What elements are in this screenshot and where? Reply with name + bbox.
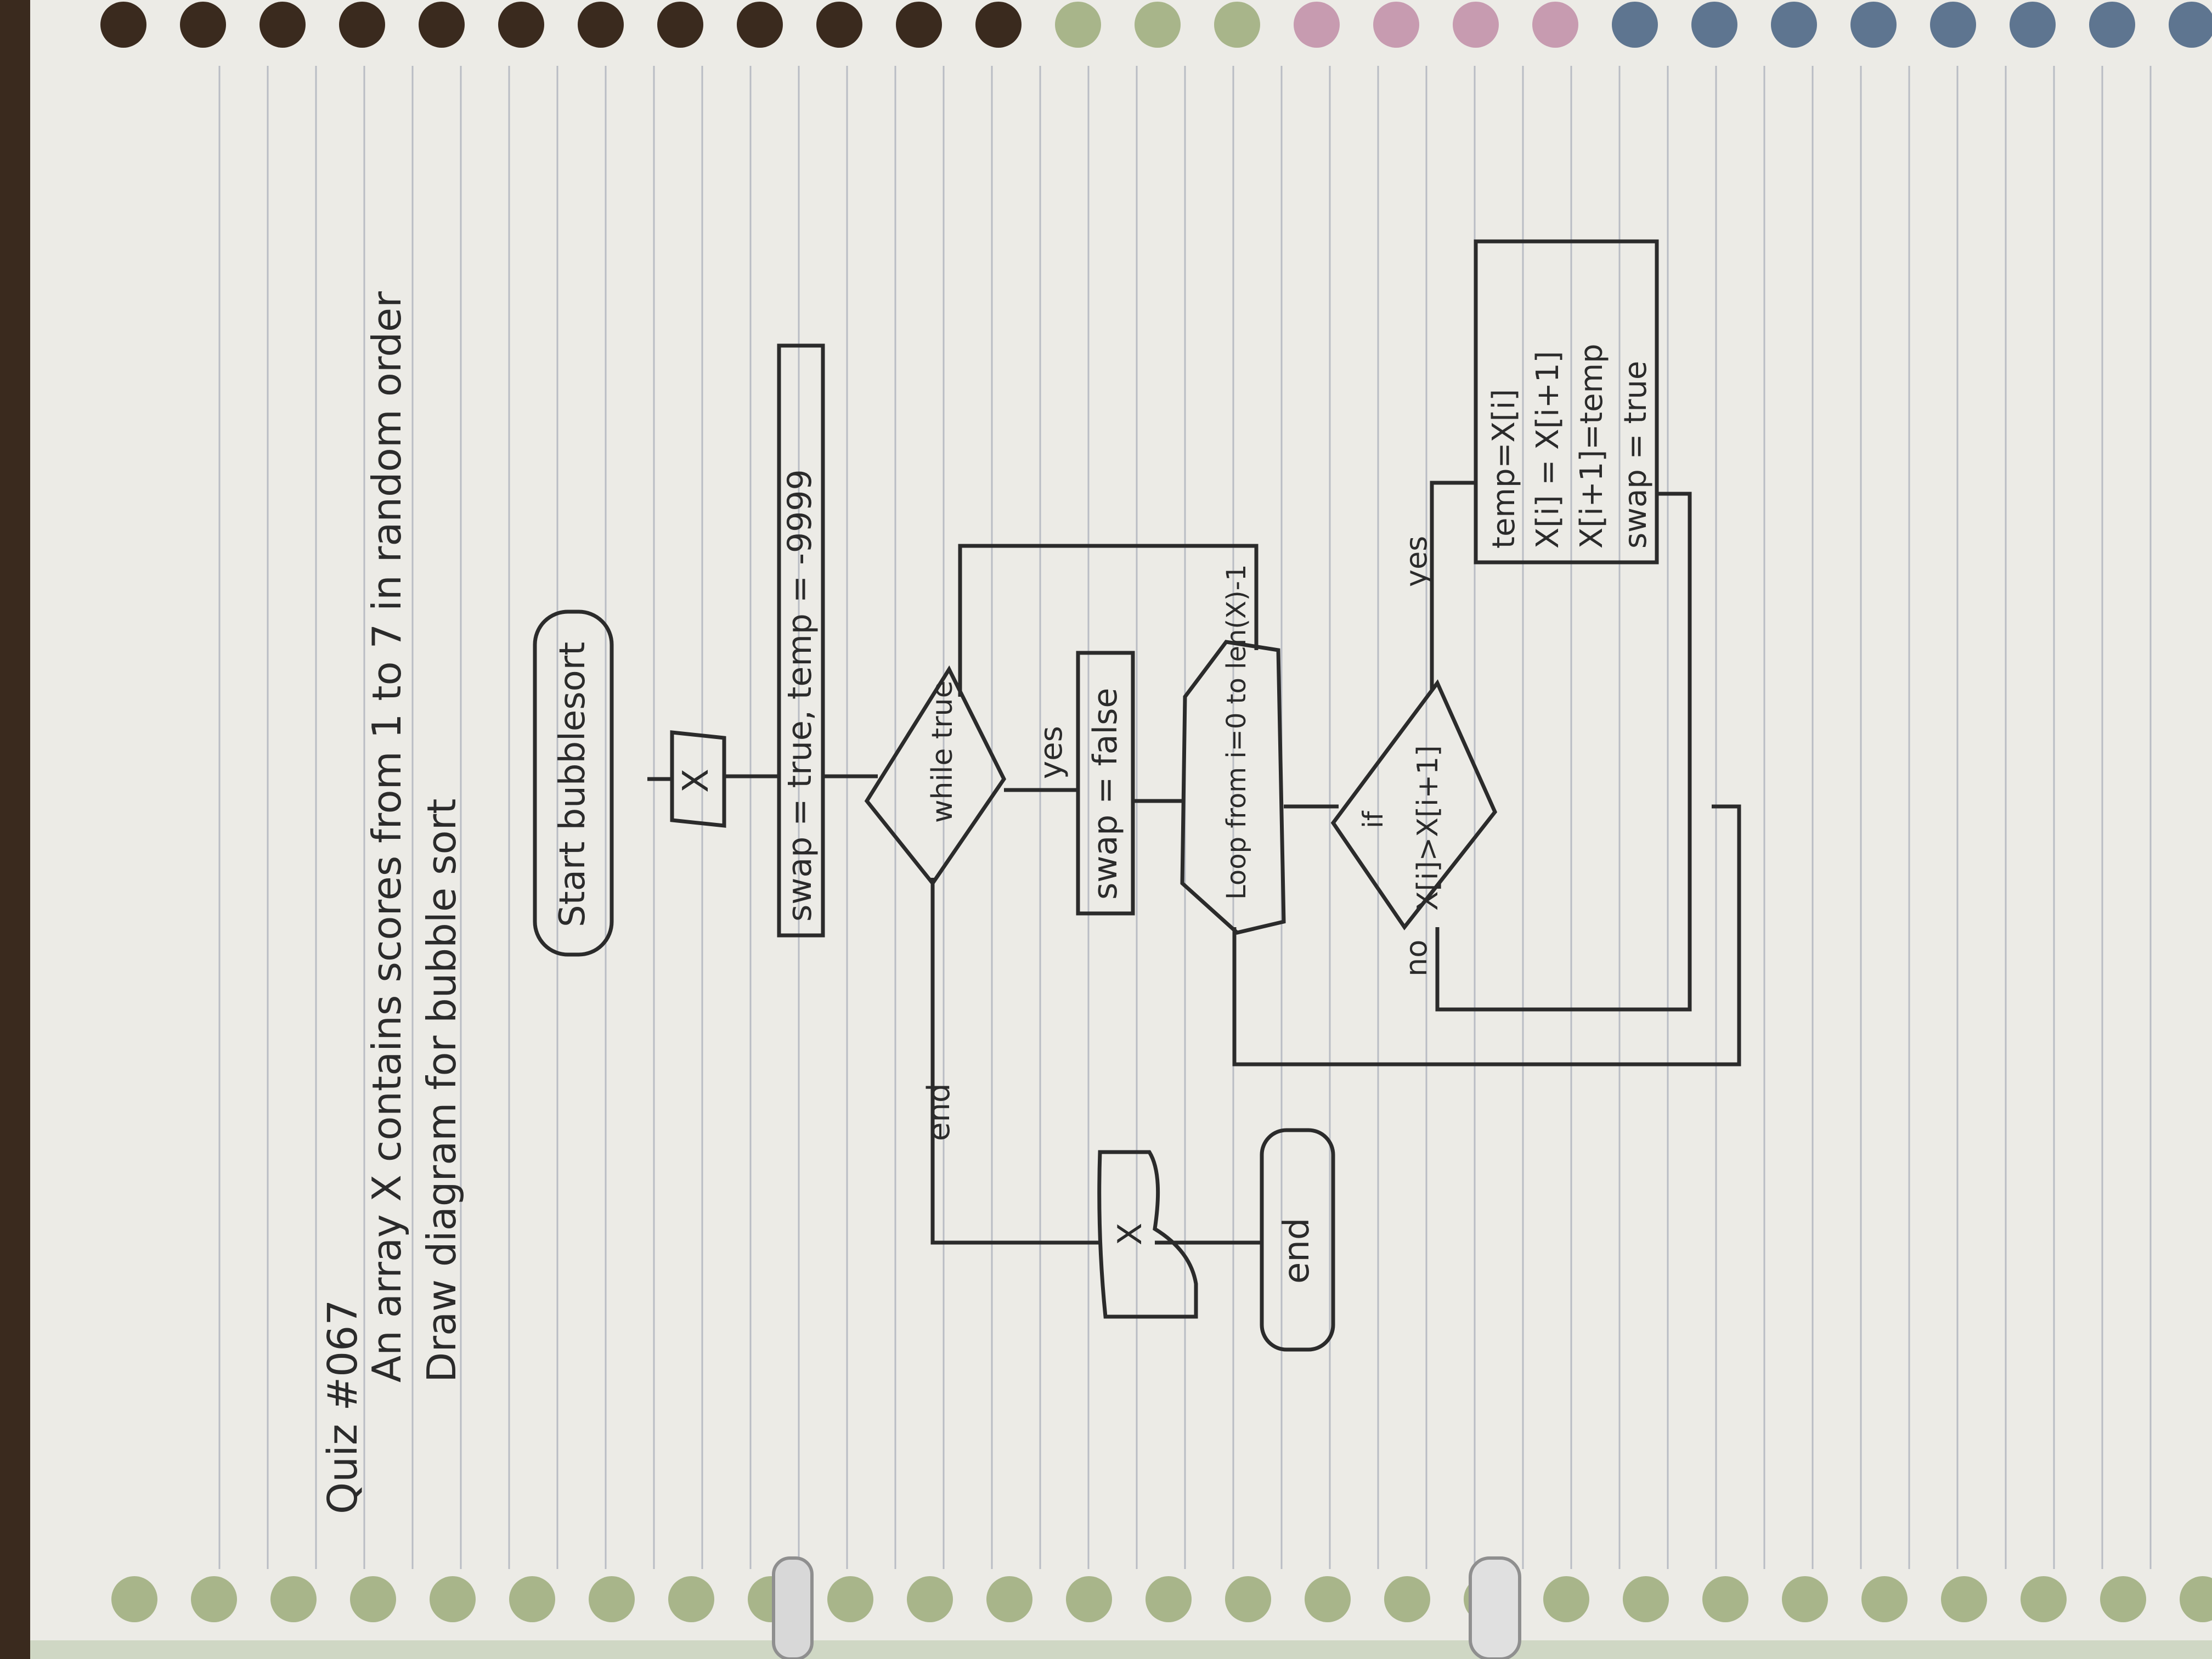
binding-hole xyxy=(1305,1576,1351,1622)
if-label: if xyxy=(1357,810,1389,828)
output-label: X xyxy=(1111,1223,1149,1245)
while-yes-label: yes xyxy=(1034,726,1069,779)
binding-hole xyxy=(1861,1576,1908,1622)
quiz-title: Quiz #067 xyxy=(319,1300,366,1514)
init-label: swap = true, temp = -9999 xyxy=(781,469,819,922)
start-terminal xyxy=(533,610,614,957)
binding-hole xyxy=(111,1576,157,1622)
swap-block-lines: temp=X[i] X[i] = X[i+1] X[i+1]=temp swap… xyxy=(1486,343,1654,549)
loop-hexagon xyxy=(1180,640,1286,935)
bottom-binding-holes xyxy=(111,1576,2212,1622)
binding-hole xyxy=(1702,1576,1748,1622)
question-line-1: An array X contains scores from 1 to 7 i… xyxy=(364,291,410,1383)
binding-hole xyxy=(668,1576,714,1622)
binding-hole xyxy=(259,2,306,48)
binding-hole xyxy=(339,2,385,48)
binding-hole xyxy=(2021,1576,2067,1622)
swap-block xyxy=(1474,239,1659,565)
binding-hole xyxy=(1384,1576,1430,1622)
swap-false-label: swap = false xyxy=(1086,688,1125,900)
rule-lines xyxy=(218,66,2152,1569)
binding-hole xyxy=(2010,2,2056,48)
binding-hole xyxy=(191,1576,237,1622)
binding-hole xyxy=(2169,2,2212,48)
binding-hole xyxy=(827,1576,873,1622)
compare-label: X[i]>X[i+1] xyxy=(1412,745,1444,911)
binding-hole xyxy=(1930,2,1976,48)
binding-hole xyxy=(737,2,783,48)
binding-hole xyxy=(419,2,465,48)
input-parallelogram xyxy=(670,730,726,828)
loop-label: Loop from i=0 to len(X)-1 xyxy=(1221,564,1252,900)
binding-hole xyxy=(1055,2,1101,48)
binding-hole xyxy=(1850,2,1897,48)
if-yes-label: yes xyxy=(1399,536,1434,587)
binding-hole xyxy=(100,2,146,48)
end-terminal-label: end xyxy=(1277,1217,1317,1284)
start-label: Start bubblesort xyxy=(552,642,593,927)
binding-hole xyxy=(1373,2,1419,48)
init-box xyxy=(777,343,825,938)
binding-hole xyxy=(1782,1576,1828,1622)
binder-ring-left xyxy=(772,1556,814,1659)
swap-false-box xyxy=(1076,651,1135,916)
question-line-2: Draw diagram for bubble sort xyxy=(419,799,465,1383)
while-diamond xyxy=(864,665,1007,887)
compare-diamond xyxy=(1330,679,1498,930)
binding-hole xyxy=(2089,2,2135,48)
swap-line-1: temp=X[i] xyxy=(1486,389,1522,549)
binding-hole xyxy=(270,1576,317,1622)
binding-hole xyxy=(1771,2,1817,48)
output-shape xyxy=(1097,1150,1198,1319)
while-label: while true xyxy=(926,680,959,823)
binding-hole xyxy=(896,2,942,48)
flowchart xyxy=(533,239,1741,1352)
swap-line-4: swap = true xyxy=(1618,361,1654,549)
binding-hole xyxy=(2180,1576,2212,1622)
binding-hole xyxy=(1532,2,1578,48)
binding-hole xyxy=(350,1576,396,1622)
binding-hole xyxy=(1294,2,1340,48)
binding-hole xyxy=(907,1576,953,1622)
if-no-label: no xyxy=(1399,940,1434,977)
binding-hole xyxy=(816,2,862,48)
binding-hole xyxy=(657,2,703,48)
binding-hole xyxy=(1214,2,1260,48)
binding-hole xyxy=(1135,2,1181,48)
binding-hole xyxy=(578,2,624,48)
binding-hole xyxy=(1146,1576,1192,1622)
binding-hole xyxy=(986,1576,1032,1622)
binding-hole xyxy=(1941,1576,1987,1622)
end-terminal xyxy=(1260,1128,1335,1352)
binding-hole xyxy=(1691,2,1737,48)
binding-hole xyxy=(498,2,544,48)
while-end-label: end xyxy=(921,1084,957,1142)
input-label: X xyxy=(676,769,716,793)
paper-page xyxy=(30,0,2212,1640)
binding-hole xyxy=(1623,1576,1669,1622)
swap-line-3: X[i+1]=temp xyxy=(1574,343,1610,549)
binder-ring-right xyxy=(1469,1556,1521,1659)
binding-hole xyxy=(1612,2,1658,48)
top-binding-holes xyxy=(100,2,2212,48)
swap-line-2: X[i] = X[i+1] xyxy=(1530,351,1566,549)
binding-hole xyxy=(1225,1576,1271,1622)
binding-hole xyxy=(589,1576,635,1622)
binding-hole xyxy=(180,2,226,48)
binding-hole xyxy=(1543,1576,1589,1622)
binding-hole xyxy=(975,2,1022,48)
binding-hole xyxy=(430,1576,476,1622)
binding-hole xyxy=(2100,1576,2146,1622)
binding-hole xyxy=(509,1576,555,1622)
binding-hole xyxy=(1453,2,1499,48)
binding-hole xyxy=(1066,1576,1112,1622)
